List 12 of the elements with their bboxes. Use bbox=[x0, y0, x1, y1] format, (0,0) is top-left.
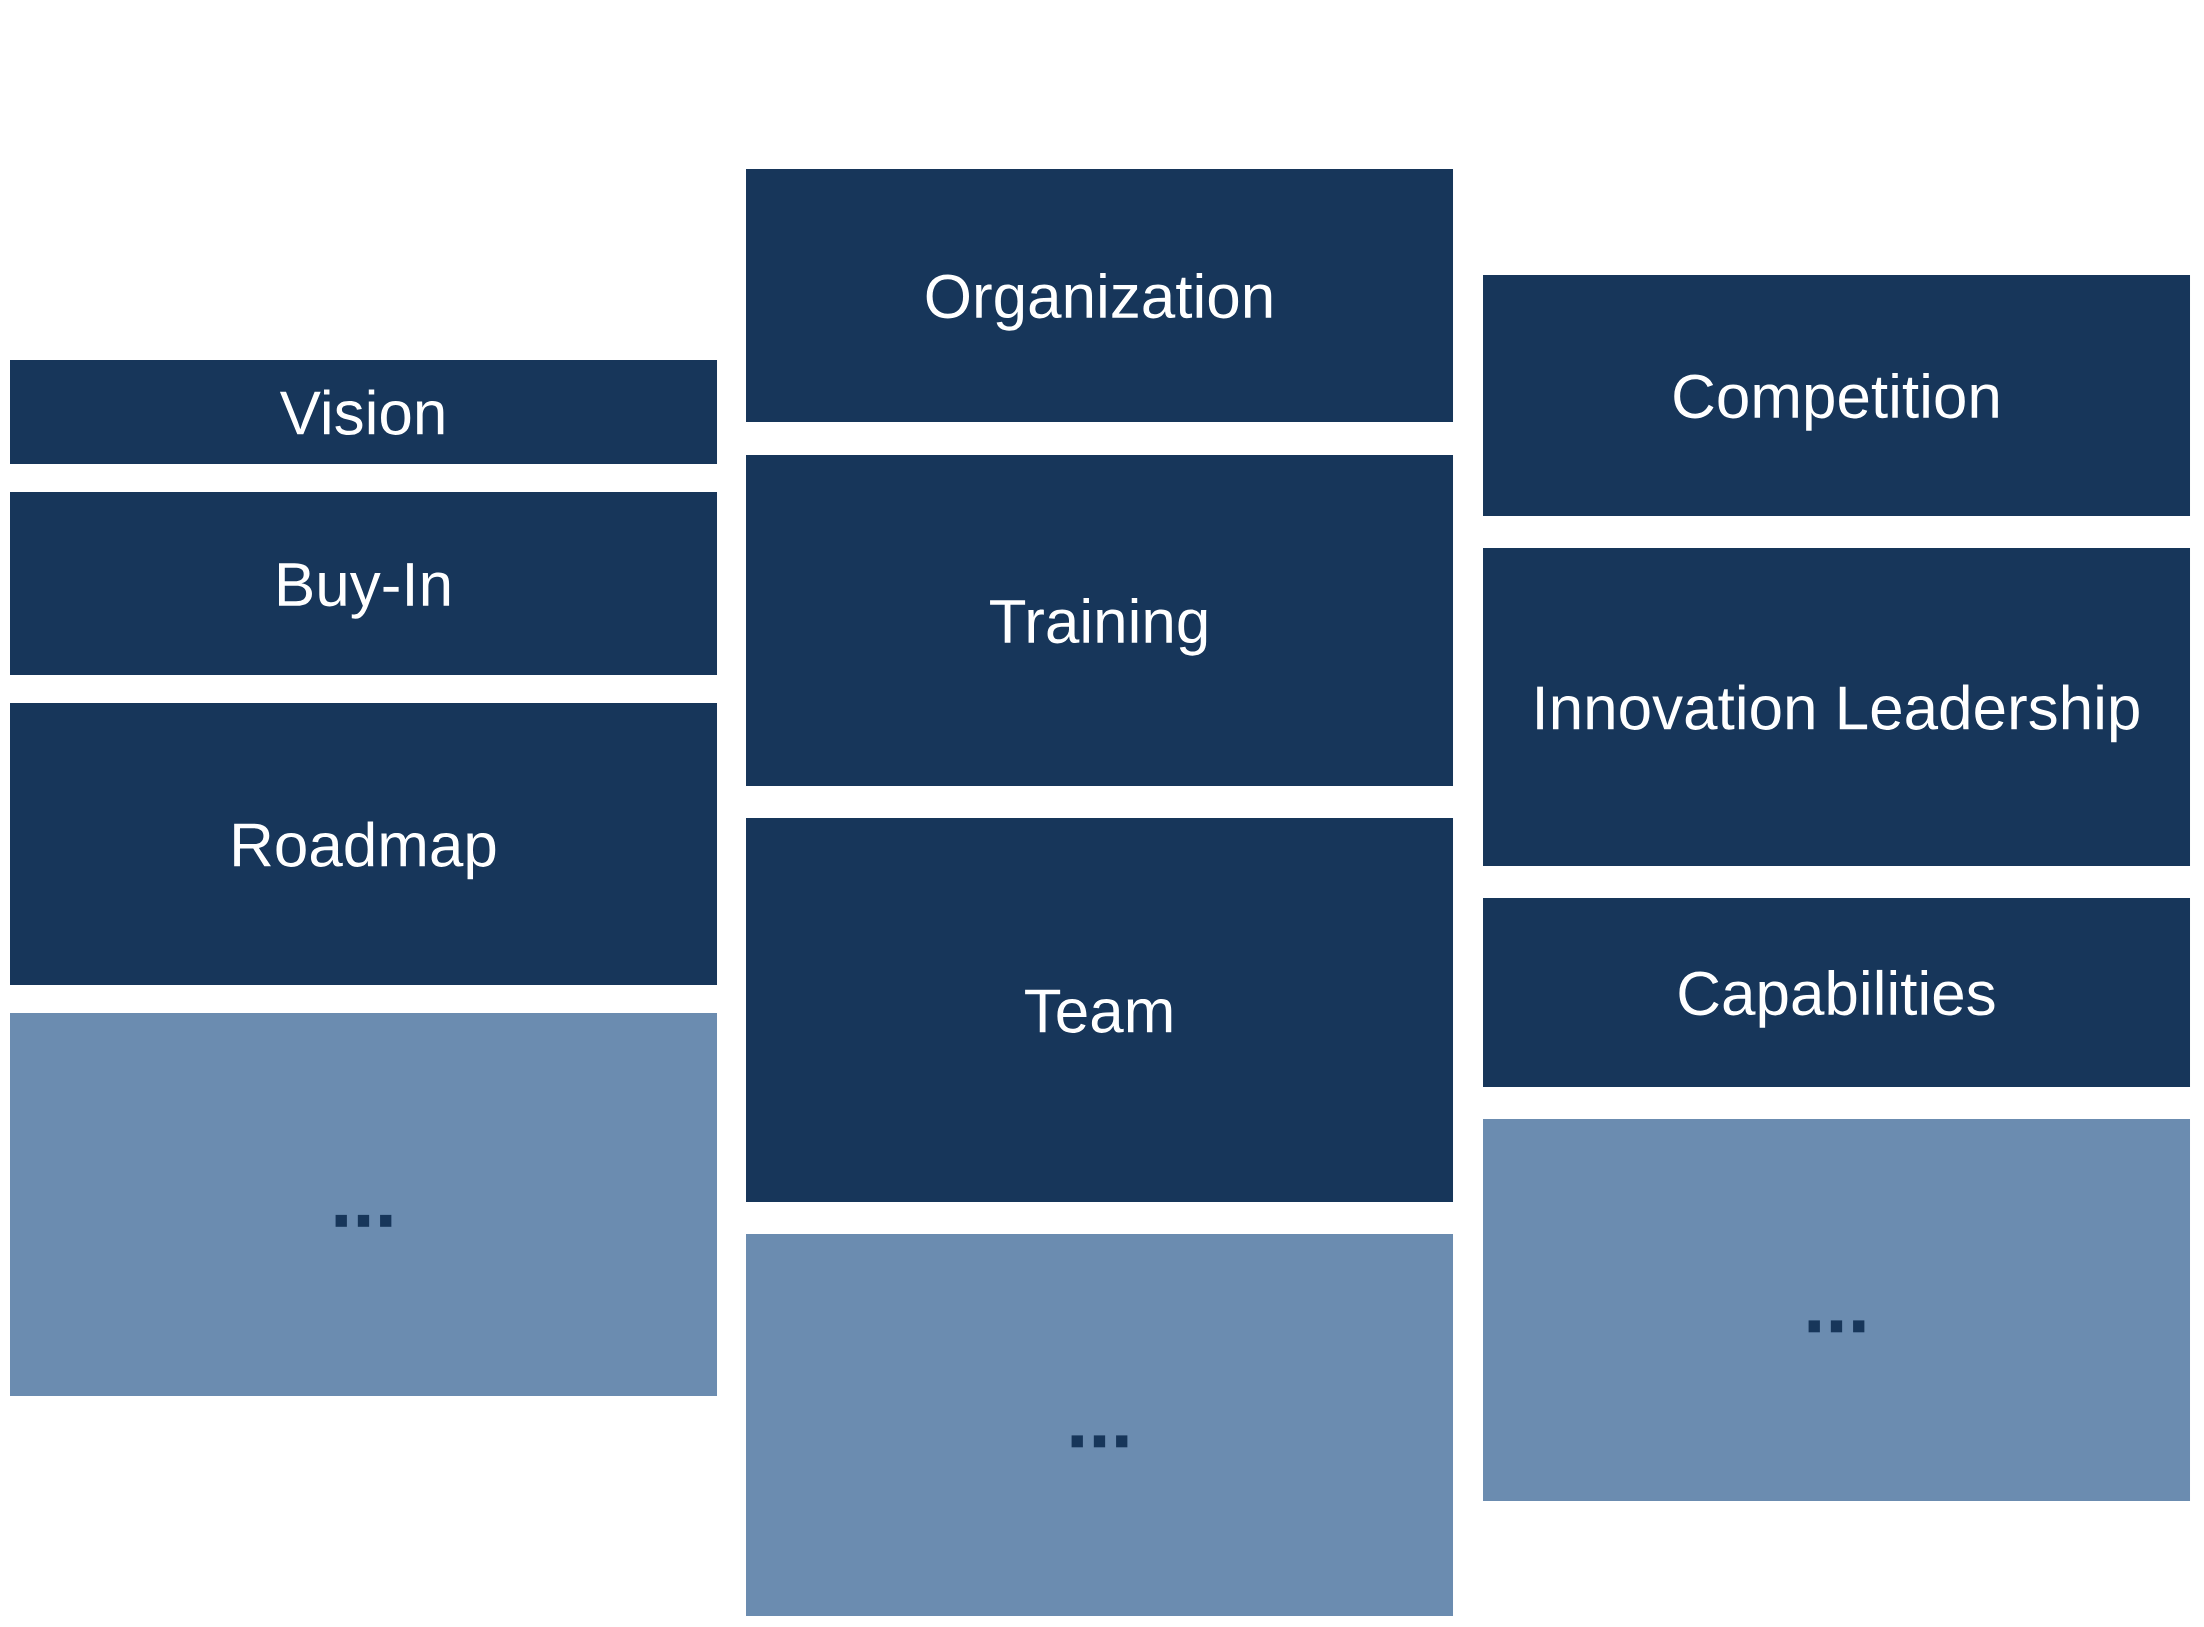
topic-block: Competition bbox=[1483, 275, 2190, 516]
placeholder-block: ... bbox=[746, 1234, 1453, 1616]
topic-block: Team bbox=[746, 818, 1453, 1202]
placeholder-block: ... bbox=[1483, 1119, 2190, 1501]
topic-block: Roadmap bbox=[10, 703, 717, 985]
topic-block: Buy-In bbox=[10, 492, 717, 675]
topic-block: Vision bbox=[10, 360, 717, 464]
topic-block: Training bbox=[746, 455, 1453, 786]
topic-block: Organization bbox=[746, 169, 1453, 422]
topic-block: Innovation Leadership bbox=[1483, 548, 2190, 866]
placeholder-block: ... bbox=[10, 1013, 717, 1396]
topic-block: Capabilities bbox=[1483, 898, 2190, 1087]
